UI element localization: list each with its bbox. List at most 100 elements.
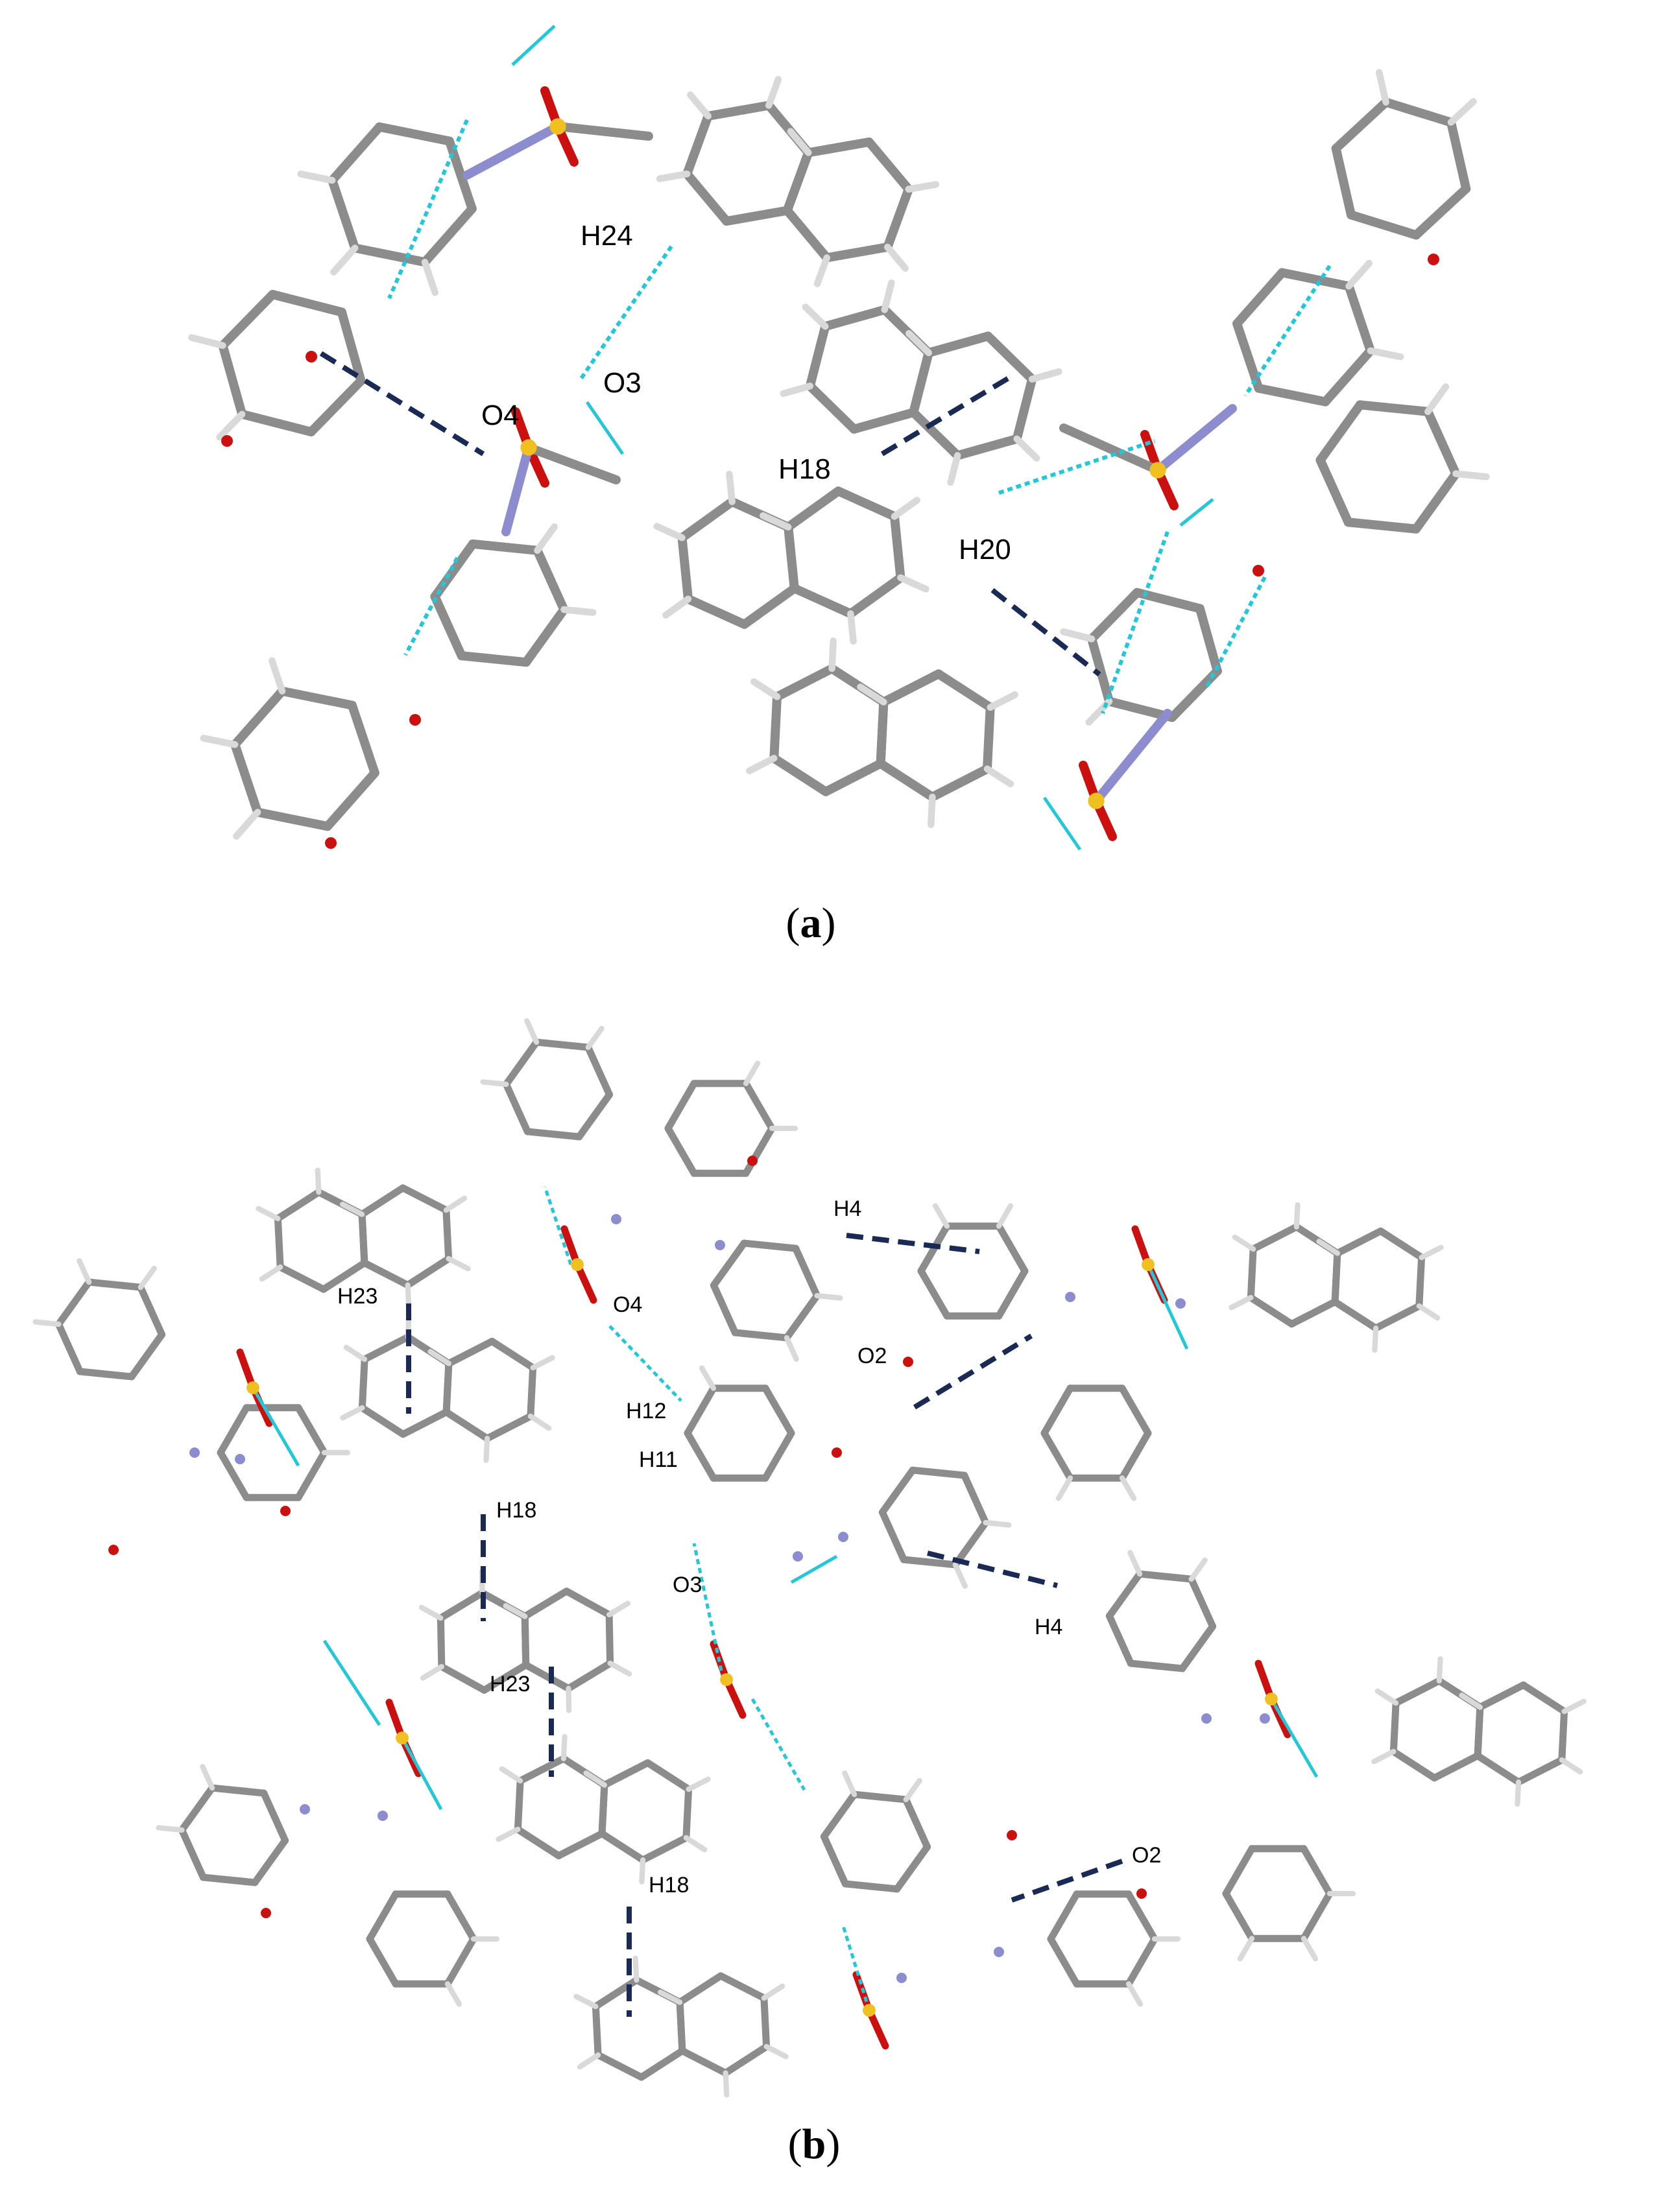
bond xyxy=(917,1267,951,1320)
bond xyxy=(438,1663,488,1694)
bond xyxy=(483,1436,490,1463)
bond xyxy=(828,637,837,672)
bond xyxy=(876,759,937,802)
atom-label-h23: H23 xyxy=(490,1672,530,1696)
contact-line xyxy=(1011,1859,1123,1903)
bond xyxy=(306,376,366,436)
bond xyxy=(889,512,905,582)
panel-a-molecular-packing: H24 O4 O3 H18 H20 (a) xyxy=(188,25,1490,947)
atom xyxy=(1088,792,1105,809)
bond xyxy=(54,1320,84,1375)
bond xyxy=(496,1826,521,1842)
hbond-line xyxy=(579,245,673,381)
bond xyxy=(1474,1704,1484,1759)
bond xyxy=(276,1263,328,1293)
bond xyxy=(780,383,814,398)
bond xyxy=(761,1429,795,1482)
bond xyxy=(573,1993,599,2010)
bond xyxy=(322,768,379,831)
atom xyxy=(189,1447,200,1458)
atom xyxy=(715,1240,725,1250)
bond xyxy=(802,303,829,330)
bond xyxy=(639,1857,646,1885)
bond xyxy=(847,610,857,645)
bond xyxy=(982,702,995,774)
bond xyxy=(996,1203,1014,1229)
bond xyxy=(763,2043,789,2060)
bond xyxy=(480,1079,509,1088)
bond xyxy=(294,1404,328,1457)
bond xyxy=(437,1614,446,1671)
bond xyxy=(1377,1227,1426,1261)
bond xyxy=(1372,1326,1379,1353)
atom xyxy=(571,1258,584,1271)
bond xyxy=(742,1124,776,1177)
bond xyxy=(682,111,713,179)
bond xyxy=(1515,1756,1566,1786)
bond xyxy=(769,692,782,763)
bond xyxy=(259,1264,283,1282)
bond xyxy=(340,1405,365,1421)
hbond-line xyxy=(251,1386,300,1467)
bond xyxy=(358,1355,368,1412)
bond xyxy=(745,754,778,774)
bond xyxy=(849,408,918,434)
bond xyxy=(1389,1699,1400,1755)
bond xyxy=(638,2047,686,2081)
bond xyxy=(1416,1303,1441,1321)
bond xyxy=(361,1333,412,1363)
bond xyxy=(632,1955,640,1983)
bond xyxy=(1118,1429,1152,1482)
bond xyxy=(1300,1845,1334,1897)
bond xyxy=(399,1408,450,1438)
hbond-line xyxy=(1101,530,1169,715)
bond xyxy=(787,128,812,156)
bond xyxy=(502,1080,531,1136)
bond xyxy=(1288,1298,1339,1328)
bond xyxy=(814,1292,843,1301)
atom xyxy=(280,1506,291,1516)
bond xyxy=(1561,1698,1587,1715)
panel-a-caption: (a) xyxy=(786,899,836,947)
panel-b-molecule-bonds xyxy=(32,1018,1587,2098)
bond xyxy=(743,1060,761,1086)
bond xyxy=(564,1659,614,1693)
bond xyxy=(358,1404,407,1438)
hbond-line xyxy=(608,1325,682,1402)
atom xyxy=(994,1947,1004,1957)
bond xyxy=(1254,383,1330,407)
bond xyxy=(769,754,831,796)
hbond-line xyxy=(1146,1263,1189,1350)
bond xyxy=(1222,1890,1256,1942)
bond xyxy=(987,691,1019,711)
bond xyxy=(1059,423,1162,475)
atom xyxy=(396,1731,409,1744)
bond xyxy=(77,1258,92,1285)
atom xyxy=(1007,1830,1017,1840)
bond xyxy=(523,1128,583,1141)
bond xyxy=(1331,1298,1380,1332)
bond xyxy=(1195,604,1222,676)
bond xyxy=(983,331,1037,384)
atom xyxy=(1201,1713,1212,1724)
bond xyxy=(639,1834,690,1864)
bond xyxy=(208,1784,268,1797)
bond xyxy=(330,244,359,276)
bond xyxy=(1447,98,1477,126)
hbond-line xyxy=(511,25,556,66)
bond xyxy=(573,1261,597,1304)
bond xyxy=(820,1790,858,1840)
bond xyxy=(217,1404,250,1457)
atom xyxy=(221,435,233,447)
atom-label-o3: O3 xyxy=(603,367,641,399)
atom-label-h23: H23 xyxy=(337,1284,378,1309)
bond xyxy=(366,1935,400,1988)
contact-line xyxy=(846,1233,980,1254)
bond xyxy=(905,181,940,193)
bond xyxy=(1125,1935,1158,1988)
bond xyxy=(1423,407,1461,479)
atom-label-h24: H24 xyxy=(581,220,633,252)
atom-label-o4: O4 xyxy=(481,399,520,431)
atom xyxy=(1142,1258,1155,1271)
bond xyxy=(1436,1656,1443,1683)
